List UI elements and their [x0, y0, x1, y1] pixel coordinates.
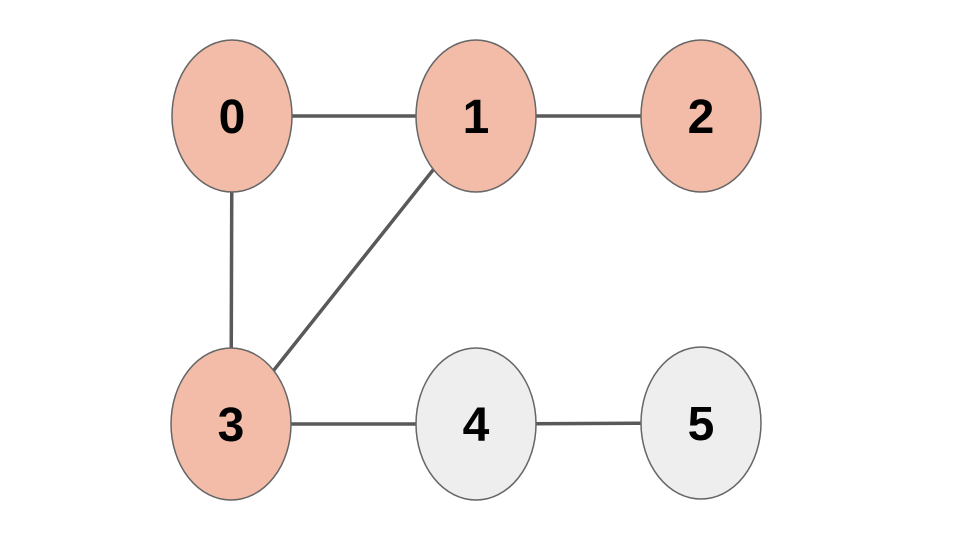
graph-node-1: 1 — [415, 39, 537, 193]
node-ellipse-1 — [415, 39, 537, 193]
node-label-4: 4 — [463, 399, 490, 452]
graph-node-0: 0 — [171, 39, 293, 193]
node-ellipse-3 — [170, 347, 292, 501]
node-label-0: 0 — [219, 91, 246, 144]
node-label-1: 1 — [463, 91, 490, 144]
nodes-layer: 0 1 2 3 4 5 — [170, 39, 762, 501]
node-ellipse-0 — [171, 39, 293, 193]
node-ellipse-4 — [415, 347, 537, 501]
graph-node-5: 5 — [640, 346, 762, 500]
node-label-5: 5 — [688, 398, 715, 451]
node-label-2: 2 — [688, 91, 715, 144]
graph-node-3: 3 — [170, 347, 292, 501]
node-label-3: 3 — [218, 399, 245, 452]
node-ellipse-5 — [640, 346, 762, 500]
node-ellipse-2 — [640, 39, 762, 193]
graph-node-2: 2 — [640, 39, 762, 193]
graph-node-4: 4 — [415, 347, 537, 501]
